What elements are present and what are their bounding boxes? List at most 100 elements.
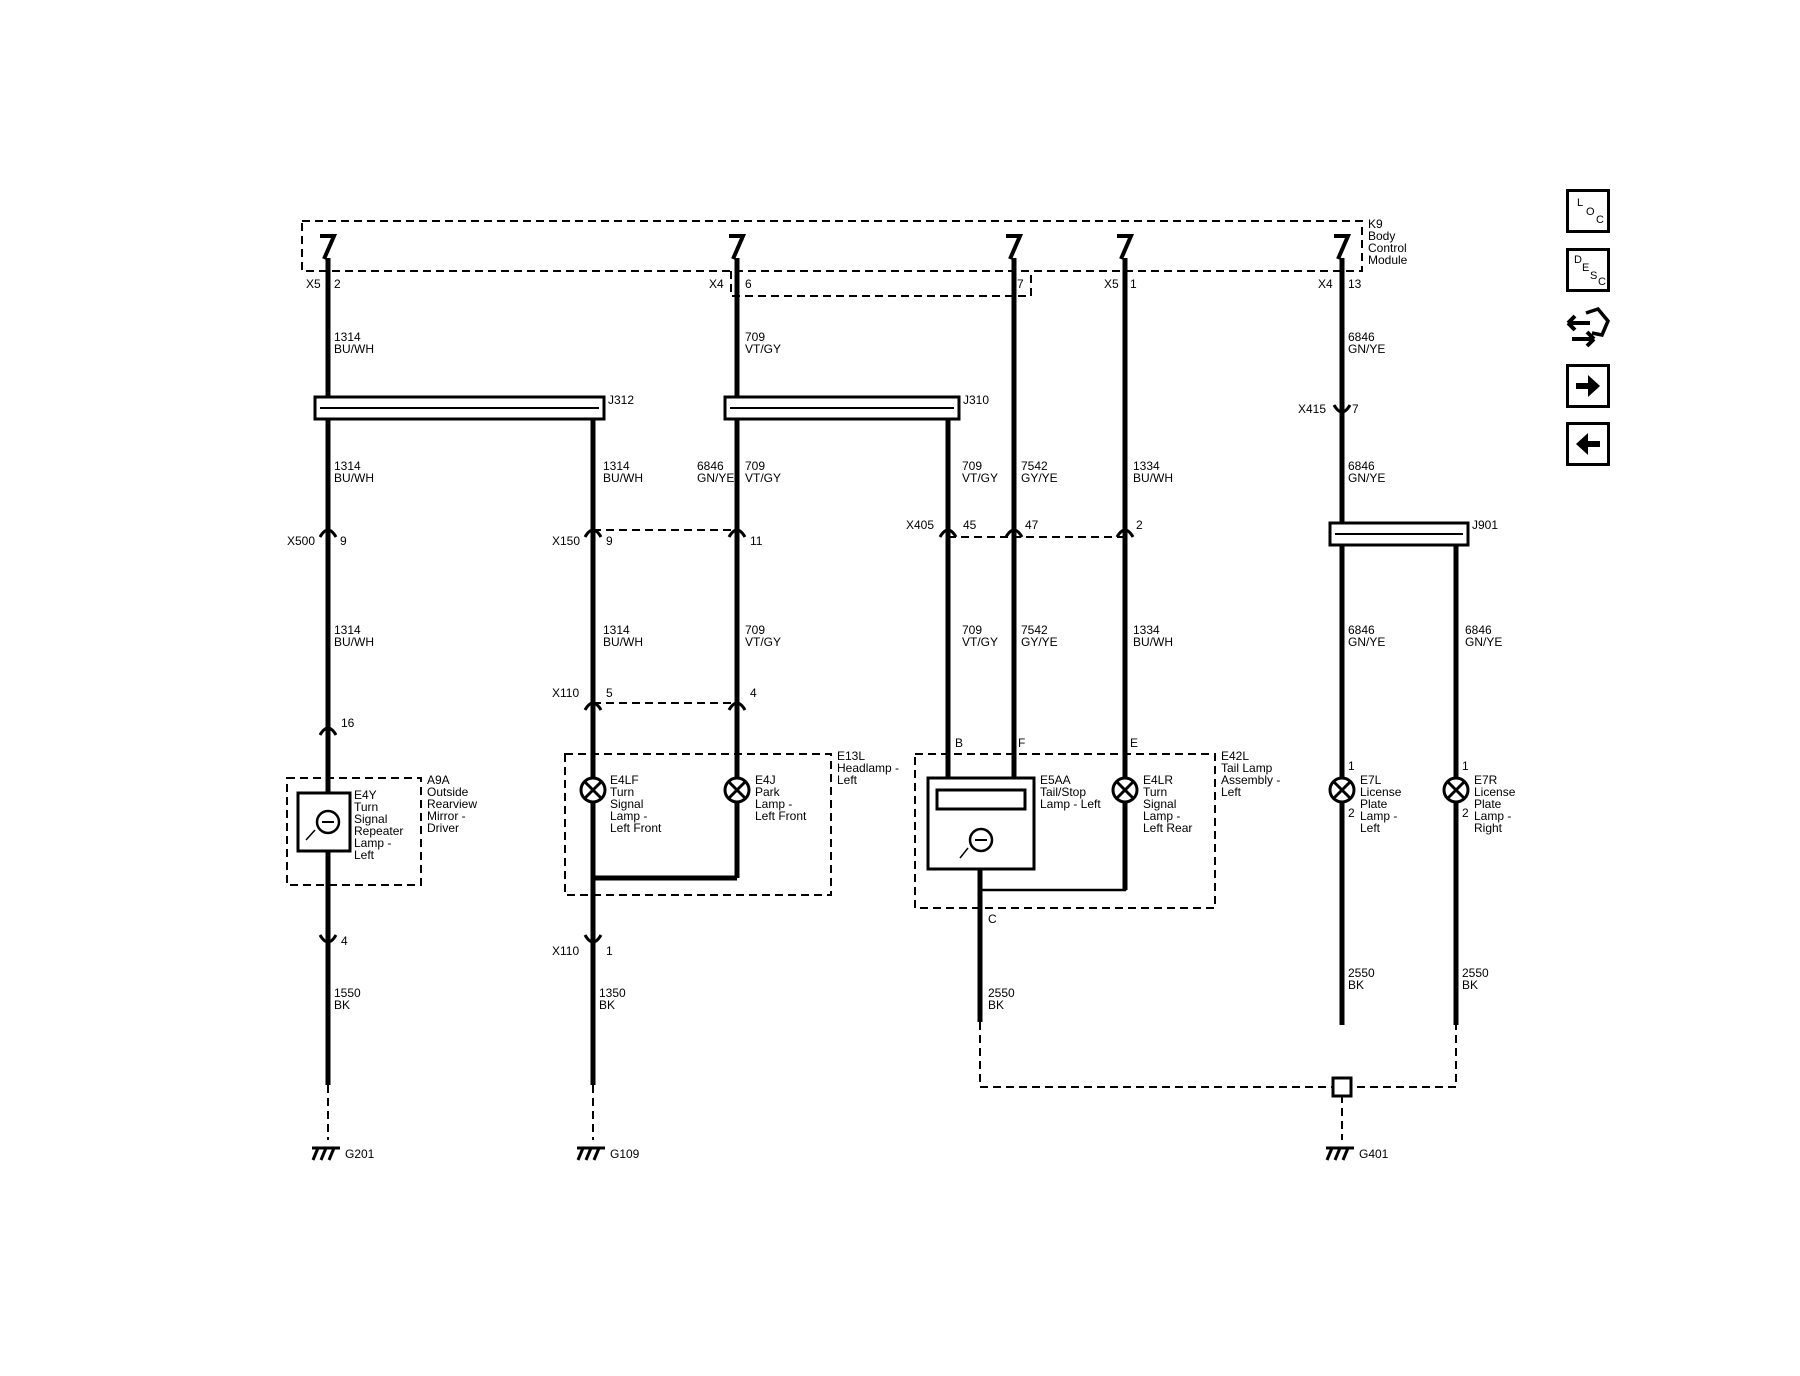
svg-text:Assembly -: Assembly - — [1221, 773, 1280, 787]
svg-text:VT/GY: VT/GY — [962, 635, 998, 649]
svg-text:1334: 1334 — [1133, 623, 1160, 637]
svg-text:BU/WH: BU/WH — [1133, 635, 1173, 649]
svg-text:7542: 7542 — [1021, 459, 1048, 473]
svg-text:1334: 1334 — [1133, 459, 1160, 473]
svg-text:6846: 6846 — [1348, 623, 1375, 637]
bcm-pin-number: 6 — [745, 277, 752, 291]
pin-label: C — [988, 912, 997, 926]
loc-letter: L — [1577, 197, 1584, 209]
loc-letter: O — [1586, 206, 1595, 218]
loc-button[interactable]: L O C — [1566, 189, 1610, 233]
connector-joins — [593, 529, 1125, 704]
connector-label: X405 — [906, 518, 934, 532]
svg-text:1314: 1314 — [603, 623, 630, 637]
svg-text:Outside: Outside — [427, 785, 469, 799]
svg-text:Park: Park — [755, 785, 781, 799]
bcm-pin-conn: X5 — [1104, 277, 1119, 291]
connector-pin: 9 — [340, 534, 347, 548]
svg-text:Tail/Stop: Tail/Stop — [1040, 785, 1086, 799]
svg-text:Turn: Turn — [1143, 785, 1167, 799]
arrow-right-icon — [1576, 375, 1600, 397]
svg-text:Lamp -: Lamp - — [1474, 809, 1511, 823]
svg-text:BU/WH: BU/WH — [334, 471, 374, 485]
svg-text:Right: Right — [1474, 821, 1503, 835]
svg-text:BU/WH: BU/WH — [603, 471, 643, 485]
connector-label: X500 — [287, 534, 315, 548]
svg-text:E4LF: E4LF — [610, 773, 639, 787]
ground-dashes — [327, 1022, 1457, 1140]
svg-text:Left: Left — [1221, 785, 1242, 799]
svg-text:License: License — [1474, 785, 1516, 799]
svg-text:Lamp -: Lamp - — [610, 809, 647, 823]
desc-letter: D — [1574, 254, 1582, 266]
pin-label: B — [955, 736, 963, 750]
next-button[interactable] — [1566, 364, 1610, 408]
svg-text:Signal: Signal — [354, 812, 387, 826]
svg-text:E7L: E7L — [1360, 773, 1382, 787]
desc-letter: S — [1590, 270, 1598, 282]
svg-text:6846: 6846 — [1348, 330, 1375, 344]
svg-text:Left Rear: Left Rear — [1143, 821, 1192, 835]
splice-label: J901 — [1472, 518, 1498, 532]
splice-packs — [313, 395, 1470, 547]
svg-text:6846: 6846 — [697, 459, 724, 473]
svg-text:7542: 7542 — [1021, 623, 1048, 637]
ground-label: G201 — [345, 1147, 375, 1161]
svg-text:2550: 2550 — [1348, 966, 1375, 980]
bcm-pin-conn: X5 — [306, 277, 321, 291]
pin-label: 4 — [341, 934, 348, 948]
module-name-line: Module — [1368, 253, 1408, 267]
arrow-left-icon — [1576, 433, 1600, 455]
connector-view-button[interactable] — [1564, 305, 1612, 355]
repeater-lamp-symbol — [296, 791, 352, 853]
svg-text:Left Front: Left Front — [610, 821, 662, 835]
svg-text:6846: 6846 — [1348, 459, 1375, 473]
pin-label: F — [1018, 736, 1025, 750]
bcm-pin-conn: X4 — [709, 277, 724, 291]
svg-text:VT/GY: VT/GY — [745, 635, 781, 649]
connector-label: X415 — [1298, 402, 1326, 416]
connector-pin: 1 — [606, 944, 613, 958]
svg-text:Headlamp -: Headlamp - — [837, 761, 899, 775]
svg-text:709: 709 — [962, 459, 982, 473]
svg-text:E4J: E4J — [755, 773, 776, 787]
svg-text:E5AA: E5AA — [1040, 773, 1071, 787]
connector-label: X110 — [552, 686, 579, 700]
ground-label: G109 — [610, 1147, 640, 1161]
svg-text:Driver: Driver — [427, 821, 459, 835]
desc-letter: C — [1598, 276, 1606, 288]
pin-label: 1 — [1462, 759, 1469, 773]
svg-text:GN/YE: GN/YE — [697, 471, 734, 485]
svg-text:GN/YE: GN/YE — [1348, 635, 1385, 649]
svg-text:Repeater: Repeater — [354, 824, 403, 838]
pin-label: E — [1130, 736, 1138, 750]
connector-swap-icon — [1566, 306, 1611, 348]
svg-text:BK: BK — [988, 998, 1004, 1012]
desc-button[interactable]: D E S C — [1566, 248, 1610, 292]
ground-splice-square — [1331, 1076, 1353, 1098]
svg-text:VT/GY: VT/GY — [962, 471, 998, 485]
svg-text:1314: 1314 — [603, 459, 630, 473]
svg-text:E4Y: E4Y — [354, 788, 377, 802]
svg-text:Left: Left — [354, 848, 375, 862]
splice-label: J312 — [608, 393, 634, 407]
svg-text:GY/YE: GY/YE — [1021, 471, 1058, 485]
svg-text:BK: BK — [334, 998, 350, 1012]
svg-text:Turn: Turn — [610, 785, 634, 799]
pin-label: 16 — [341, 716, 355, 730]
svg-text:6846: 6846 — [1465, 623, 1492, 637]
desc-letter: E — [1582, 262, 1590, 274]
svg-text:VT/GY: VT/GY — [745, 471, 781, 485]
svg-text:2550: 2550 — [1462, 966, 1489, 980]
svg-text:E13L: E13L — [837, 749, 865, 763]
connector-pin: 9 — [606, 534, 613, 548]
bcm-output-switches — [320, 234, 1352, 260]
previous-button[interactable] — [1566, 422, 1610, 466]
svg-text:BK: BK — [599, 998, 615, 1012]
connector-pin: 7 — [1352, 402, 1359, 416]
bcm-pin-conn: X4 — [1318, 277, 1333, 291]
svg-text:Plate: Plate — [1360, 797, 1388, 811]
pin-label: 2 — [1462, 806, 1469, 820]
svg-text:Left: Left — [837, 773, 858, 787]
svg-text:709: 709 — [745, 459, 765, 473]
